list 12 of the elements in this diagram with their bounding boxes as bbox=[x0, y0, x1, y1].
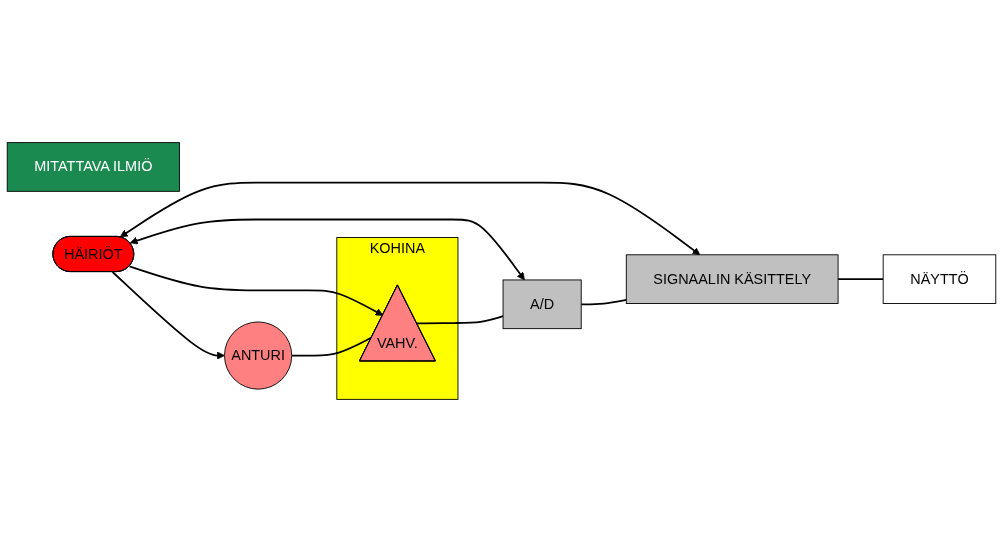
connector bbox=[580, 299, 628, 306]
node-box: NÄYTTÖ bbox=[882, 254, 997, 304]
arrow bbox=[119, 181, 701, 256]
node-box: A/D bbox=[502, 279, 582, 330]
node-circle: ANTURI bbox=[224, 321, 293, 390]
node-box: SIGNAALIN KÄSITTELY bbox=[625, 254, 839, 304]
connector bbox=[415, 315, 504, 325]
arrow bbox=[129, 218, 525, 281]
arrow bbox=[128, 265, 384, 316]
node-box: MITATTAVA ILMIÖ bbox=[6, 142, 180, 192]
arrow bbox=[111, 271, 225, 360]
connector bbox=[837, 278, 885, 281]
